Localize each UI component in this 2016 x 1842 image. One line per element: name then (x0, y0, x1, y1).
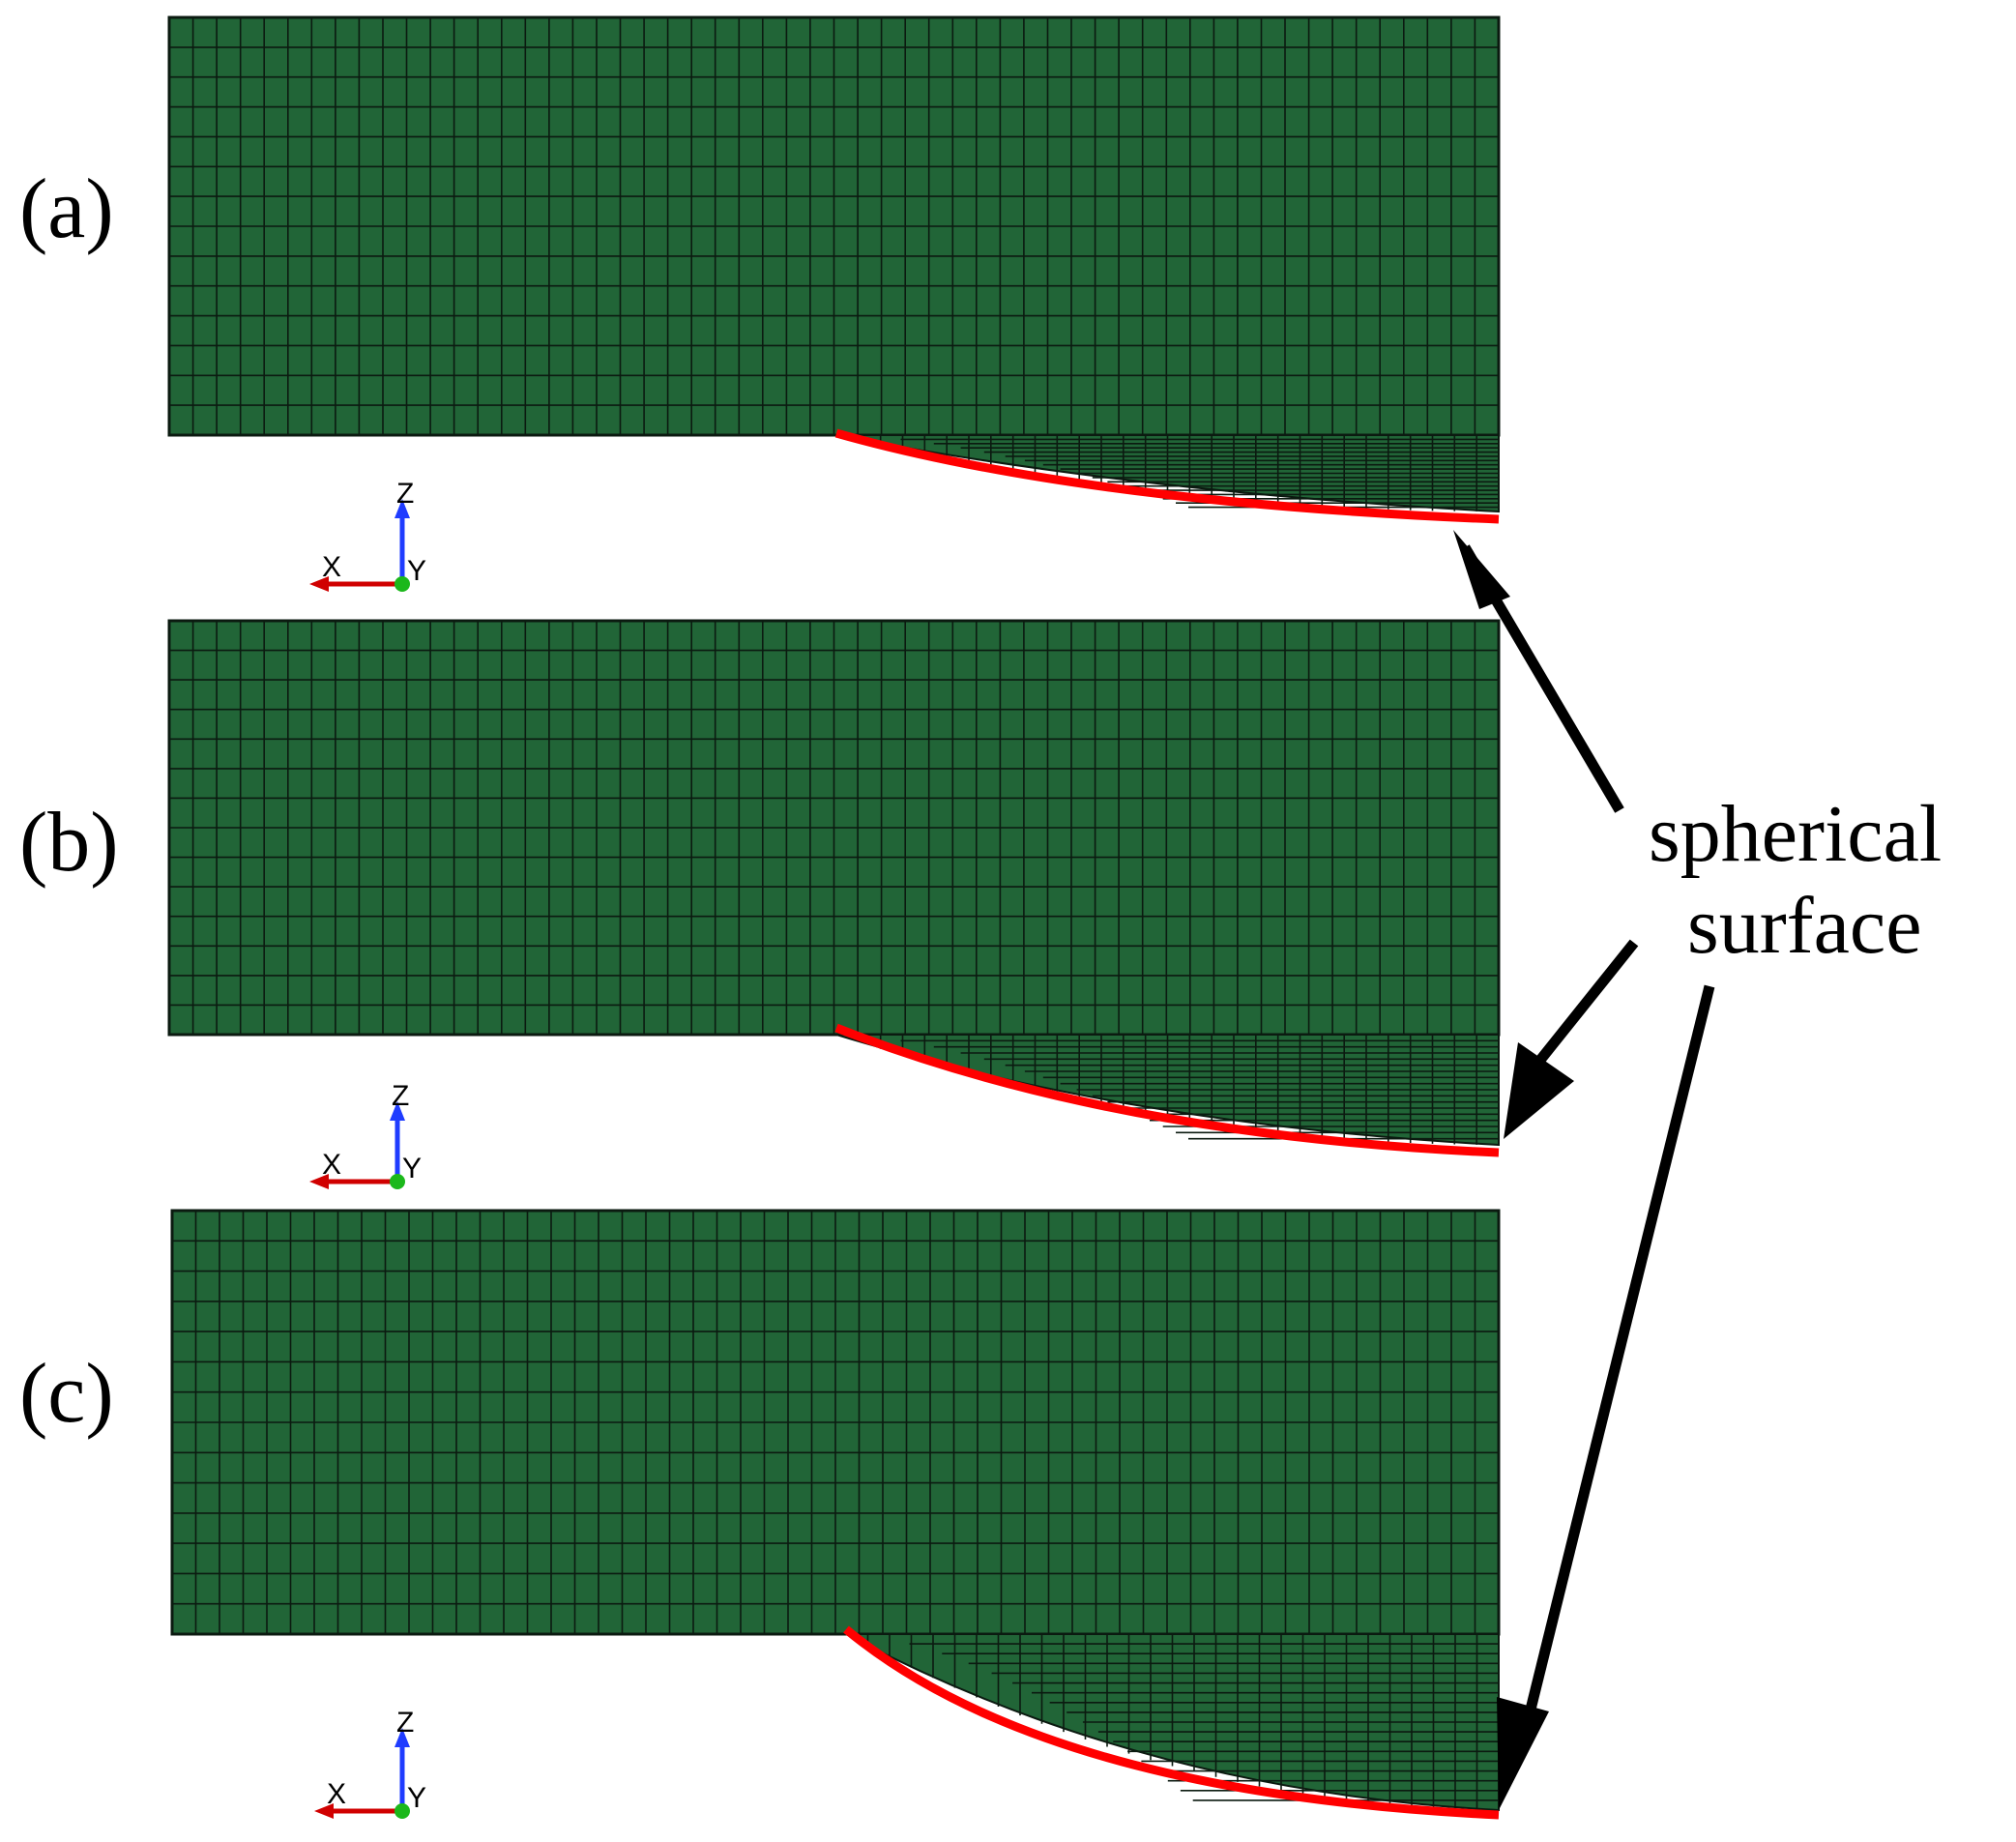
panel-a-y-label: Y (407, 555, 426, 587)
panel-c: (c) Z X Y (19, 1209, 1501, 1820)
panel-b-y-label: Y (402, 1153, 422, 1184)
callout-arrows (1453, 530, 1715, 1810)
panel-c-y-label: Y (407, 1782, 426, 1814)
panel-c-axis-triad: Z X Y (314, 1707, 426, 1819)
mesh-grid-lines (172, 1211, 1499, 1810)
mesh-grid-lines (169, 621, 1499, 1145)
panel-b-mesh (167, 619, 1501, 1147)
panel-c-mesh (170, 1209, 1501, 1812)
panel-a: (a) Z X Y (19, 15, 1501, 592)
callout-arrow-to-panel-a-head-icon (1453, 530, 1510, 609)
panel-c-z-arrowhead-icon (394, 1728, 410, 1747)
callout-arrow-to-panel-b-head-icon (1504, 1042, 1574, 1139)
callout-arrow-to-panel-b (1533, 939, 1639, 1067)
panel-a-mesh (167, 15, 1501, 513)
panel-a-z-arrowhead-icon (394, 499, 410, 518)
panel-a-x-arrowhead-icon (309, 576, 329, 592)
panel-b-y-axis-dot (390, 1174, 405, 1189)
mesh-grid-lines (169, 17, 1499, 512)
panel-c-x-arrowhead-icon (314, 1803, 334, 1819)
panel-b-z-arrowhead-icon (390, 1101, 405, 1121)
panel-a-label: (a) (19, 162, 114, 256)
callout: spherical surface (1649, 789, 1942, 971)
callout-arrow-to-panel-c-head-icon (1497, 1697, 1549, 1810)
callout-arrow-to-panel-c (1522, 984, 1715, 1723)
panel-c-x-label: X (327, 1778, 346, 1810)
panel-a-spherical-surface-curve (834, 428, 1500, 524)
panel-a-x-label: X (322, 551, 341, 583)
panel-c-y-axis-dot (394, 1803, 410, 1819)
panel-b: (b) Z X Y (19, 619, 1501, 1189)
panel-b-z-label: Z (392, 1080, 409, 1112)
panel-c-spherical-surface-curve (843, 1625, 1500, 1820)
panel-a-y-axis-dot (394, 576, 410, 592)
panel-b-x-arrowhead-icon (309, 1174, 329, 1189)
panel-b-spherical-surface-curve (834, 1023, 1500, 1157)
panel-b-label: (b) (19, 796, 119, 890)
callout-line-1: spherical (1649, 789, 1942, 879)
panel-a-z-label: Z (396, 478, 414, 510)
panel-a-axis-triad: Z X Y (309, 478, 426, 592)
panel-b-axis-triad: Z X Y (309, 1080, 422, 1189)
panel-b-x-label: X (322, 1149, 341, 1181)
panel-c-z-label: Z (396, 1707, 414, 1739)
callout-line-2: surface (1687, 881, 1921, 971)
panel-c-label: (c) (19, 1347, 114, 1441)
